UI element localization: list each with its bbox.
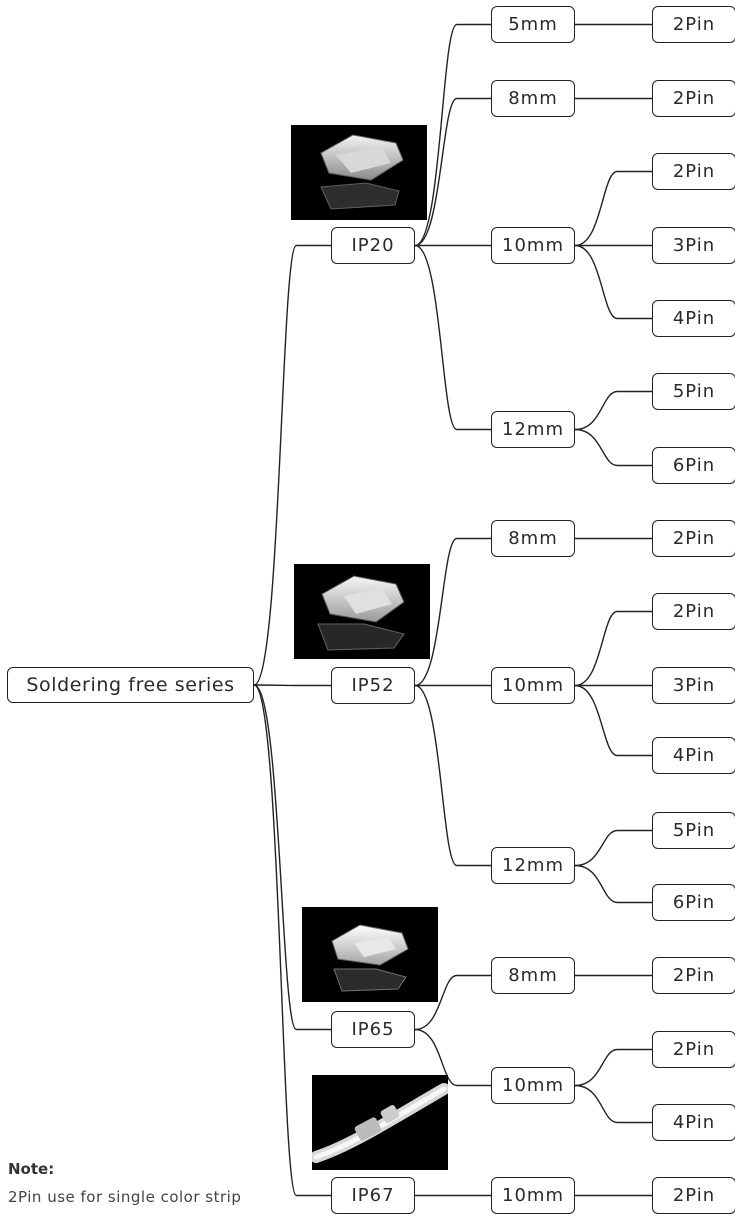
note-block: Note: 2Pin use for single color strip bbox=[8, 1160, 241, 1206]
size-node-ip67-10mm: 10mm bbox=[491, 1177, 575, 1214]
connector-line-0 bbox=[253, 244, 331, 686]
size-node-ip52-12mm: 12mm bbox=[491, 847, 575, 884]
connector-line-9 bbox=[414, 244, 491, 431]
pin-node-ip67-10mm-2pin: 2Pin bbox=[652, 1177, 735, 1214]
size-node-ip20-10mm: 10mm bbox=[491, 227, 575, 264]
pin-node-ip20-10mm-3pin: 3Pin bbox=[652, 227, 735, 264]
pin-node-ip52-12mm-5pin: 5Pin bbox=[652, 812, 735, 849]
connector-line-8 bbox=[574, 244, 652, 320]
size-node-ip65-8mm: 8mm bbox=[491, 957, 575, 994]
connector-line-21 bbox=[574, 864, 652, 904]
root-node: Soldering free series bbox=[7, 667, 254, 703]
pin-node-ip20-10mm-2pin: 2Pin bbox=[652, 153, 735, 190]
connector-line-18 bbox=[574, 684, 652, 757]
connector-line-26 bbox=[574, 1048, 652, 1087]
product-photo-ip67 bbox=[312, 1075, 448, 1170]
size-node-ip52-10mm: 10mm bbox=[491, 667, 575, 704]
connector-line-16 bbox=[574, 610, 652, 687]
pin-node-ip20-12mm-6pin: 6Pin bbox=[652, 447, 735, 484]
connector-line-23 bbox=[414, 974, 491, 1031]
pin-node-ip52-10mm-2pin: 2Pin bbox=[652, 593, 735, 630]
size-node-ip52-8mm: 8mm bbox=[491, 520, 575, 557]
size-node-ip20-8mm: 8mm bbox=[491, 80, 575, 117]
connector-line-27 bbox=[574, 1084, 652, 1124]
connector-line-12 bbox=[253, 684, 331, 687]
pin-node-ip20-5mm-2pin: 2Pin bbox=[652, 6, 735, 43]
connector-line-6 bbox=[574, 170, 652, 247]
group-node-ip52: IP52 bbox=[331, 667, 415, 704]
pin-node-ip52-8mm-2pin: 2Pin bbox=[652, 520, 735, 557]
connector-line-20 bbox=[574, 829, 652, 867]
connector-line-19 bbox=[414, 684, 491, 867]
connector-line-28 bbox=[253, 684, 331, 1197]
connector-line-11 bbox=[574, 428, 652, 467]
product-photo-ip65 bbox=[302, 907, 438, 1002]
group-node-ip20: IP20 bbox=[331, 227, 415, 264]
product-photo-ip52 bbox=[294, 564, 430, 659]
product-photo-ip20 bbox=[291, 125, 427, 220]
connector-line-13 bbox=[414, 537, 491, 687]
group-node-ip65: IP65 bbox=[331, 1011, 415, 1048]
connector-line-3 bbox=[414, 97, 491, 247]
connector-line-25 bbox=[414, 1028, 491, 1087]
pin-node-ip20-12mm-5pin: 5Pin bbox=[652, 373, 735, 410]
note-title: Note: bbox=[8, 1160, 55, 1178]
connector-line-10 bbox=[574, 390, 652, 431]
group-node-ip67: IP67 bbox=[331, 1177, 415, 1214]
size-node-ip20-12mm: 12mm bbox=[491, 411, 575, 448]
pin-node-ip52-10mm-4pin: 4Pin bbox=[652, 737, 735, 774]
size-node-ip65-10mm: 10mm bbox=[491, 1067, 575, 1104]
pin-node-ip52-10mm-3pin: 3Pin bbox=[652, 667, 735, 704]
note-text: 2Pin use for single color strip bbox=[8, 1188, 242, 1206]
pin-node-ip52-12mm-6pin: 6Pin bbox=[652, 884, 735, 921]
pin-node-ip65-10mm-4pin: 4Pin bbox=[652, 1104, 735, 1141]
size-node-ip20-5mm: 5mm bbox=[491, 6, 575, 43]
pin-node-ip65-10mm-2pin: 2Pin bbox=[652, 1031, 735, 1068]
pin-node-ip65-8mm-2pin: 2Pin bbox=[652, 957, 735, 994]
pin-node-ip20-10mm-4pin: 4Pin bbox=[652, 300, 735, 337]
connector-line-1 bbox=[414, 23, 491, 247]
pin-node-ip20-8mm-2pin: 2Pin bbox=[652, 80, 735, 117]
connector-line-22 bbox=[253, 684, 331, 1031]
